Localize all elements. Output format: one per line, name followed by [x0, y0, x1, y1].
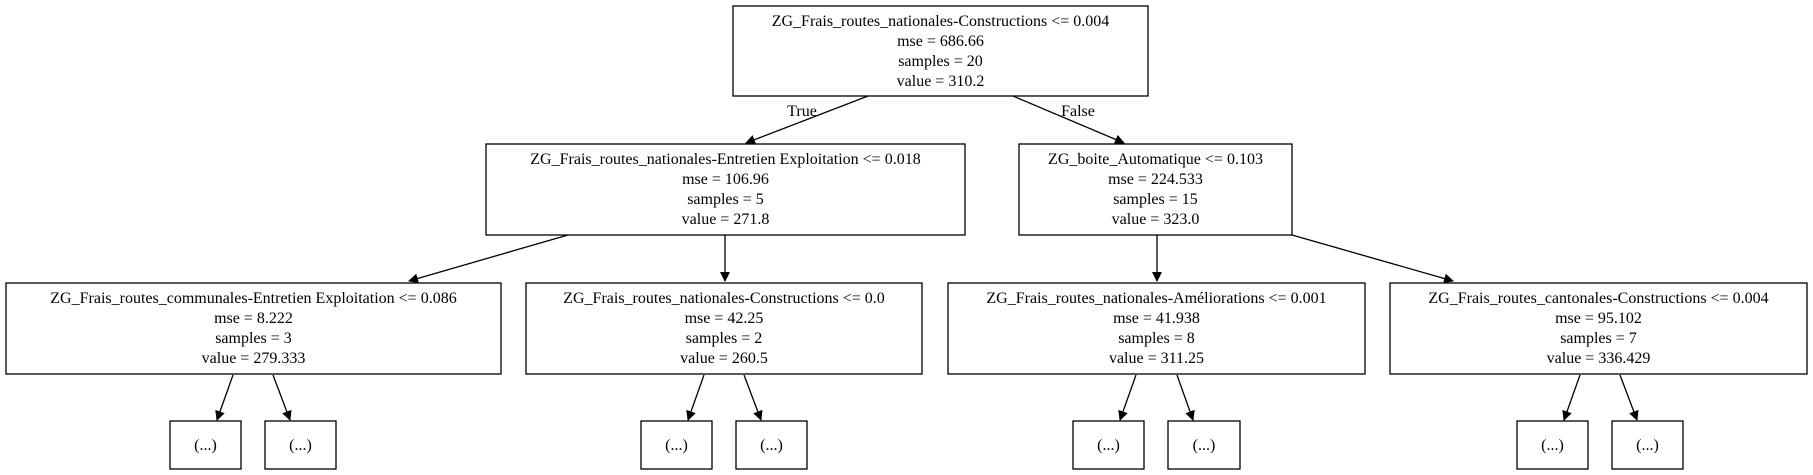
edge-n6-leaf2	[1619, 374, 1639, 421]
node-samples: samples = 3	[215, 330, 292, 347]
node-condition: ZG_Frais_routes_cantonales-Constructions…	[1428, 290, 1768, 307]
node-value: value = 310.2	[897, 73, 985, 90]
node-box	[485, 143, 966, 236]
tree-node-n6: ZG_Frais_routes_cantonales-Constructions…	[1389, 282, 1808, 375]
truncated-label: (...)	[1636, 437, 1659, 454]
edge-n6-leaf1	[1562, 374, 1581, 421]
edge-n2-n6	[1291, 234, 1454, 284]
node-samples: samples = 15	[1113, 191, 1198, 208]
node-value: value = 271.8	[682, 211, 770, 228]
node-condition: ZG_Frais_routes_nationales-Entretien Exp…	[530, 151, 920, 168]
truncated-leaf: (...)	[1611, 420, 1684, 470]
node-box	[525, 282, 923, 375]
node-mse: mse = 8.222	[214, 310, 293, 327]
edge-label-false: False	[1061, 103, 1095, 120]
node-value: value = 336.429	[1547, 350, 1651, 367]
truncated-label: (...)	[665, 437, 688, 454]
node-box	[1018, 143, 1293, 236]
node-condition: ZG_Frais_routes_nationales-Améliorations…	[986, 290, 1326, 307]
node-box	[169, 420, 242, 470]
node-mse: mse = 106.96	[682, 171, 769, 188]
node-box	[264, 420, 337, 470]
edge-n1-n3	[408, 234, 569, 284]
truncated-leaf: (...)	[1516, 420, 1589, 470]
truncated-label: (...)	[289, 437, 312, 454]
tree-edges	[215, 95, 1639, 421]
tree-node-n3: ZG_Frais_routes_communales-Entretien Exp…	[5, 282, 502, 375]
tree-node-n2: ZG_boite_Automatique <= 0.103 mse = 224.…	[1018, 143, 1293, 236]
node-value: value = 279.333	[202, 350, 306, 367]
tree-node-root: ZG_Frais_routes_nationales-Constructions…	[732, 5, 1149, 97]
node-condition: ZG_Frais_routes_nationales-Constructions…	[563, 290, 885, 307]
node-value: value = 311.25	[1109, 350, 1204, 367]
node-box	[1167, 420, 1241, 470]
node-box	[732, 5, 1149, 97]
node-condition: ZG_Frais_routes_communales-Entretien Exp…	[50, 290, 456, 307]
truncated-label: (...)	[194, 437, 217, 454]
edge-n4-leaf2	[743, 374, 763, 421]
node-box	[1389, 282, 1808, 375]
truncated-leaf: (...)	[640, 420, 713, 470]
node-mse: mse = 41.938	[1113, 310, 1200, 327]
edge-n5-leaf2	[1176, 374, 1195, 421]
edge-root-n2	[1012, 95, 1125, 145]
tree-node-n1: ZG_Frais_routes_nationales-Entretien Exp…	[485, 143, 966, 236]
node-condition: ZG_Frais_routes_nationales-Constructions…	[772, 13, 1110, 30]
node-samples: samples = 2	[686, 330, 763, 347]
node-mse: mse = 95.102	[1555, 310, 1642, 327]
node-samples: samples = 5	[687, 191, 764, 208]
tree-node-n4: ZG_Frais_routes_nationales-Constructions…	[525, 282, 923, 375]
node-box	[1072, 420, 1145, 470]
node-value: value = 260.5	[680, 350, 768, 367]
node-samples: samples = 7	[1560, 330, 1637, 347]
node-mse: mse = 224.533	[1108, 171, 1203, 188]
tree-node-n5: ZG_Frais_routes_nationales-Améliorations…	[947, 282, 1366, 375]
node-box	[640, 420, 713, 470]
truncated-leaf: (...)	[1072, 420, 1145, 470]
node-condition: ZG_boite_Automatique <= 0.103	[1048, 151, 1263, 168]
truncated-label: (...)	[760, 437, 783, 454]
node-value: value = 323.0	[1112, 211, 1200, 228]
edge-n5-leaf1	[1118, 374, 1137, 421]
edge-n3-leaf1	[215, 374, 234, 421]
truncated-label: (...)	[1193, 437, 1216, 454]
edge-n3-leaf2	[272, 374, 292, 421]
truncated-label: (...)	[1541, 437, 1564, 454]
edge-n4-leaf1	[686, 374, 705, 421]
truncated-leaf: (...)	[1167, 420, 1241, 470]
truncated-leaf: (...)	[735, 420, 808, 470]
truncated-leaf: (...)	[264, 420, 337, 470]
node-samples: samples = 8	[1118, 330, 1195, 347]
node-mse: mse = 42.25	[685, 310, 764, 327]
truncated-leaf: (...)	[169, 420, 242, 470]
truncated-label: (...)	[1097, 437, 1120, 454]
node-mse: mse = 686.66	[897, 33, 984, 50]
edge-root-n1	[745, 95, 869, 145]
node-box	[947, 282, 1366, 375]
edge-label-true: True	[787, 103, 817, 120]
node-box	[735, 420, 808, 470]
node-box	[1516, 420, 1589, 470]
node-samples: samples = 20	[898, 53, 983, 70]
node-box	[5, 282, 502, 375]
node-box	[1611, 420, 1684, 470]
